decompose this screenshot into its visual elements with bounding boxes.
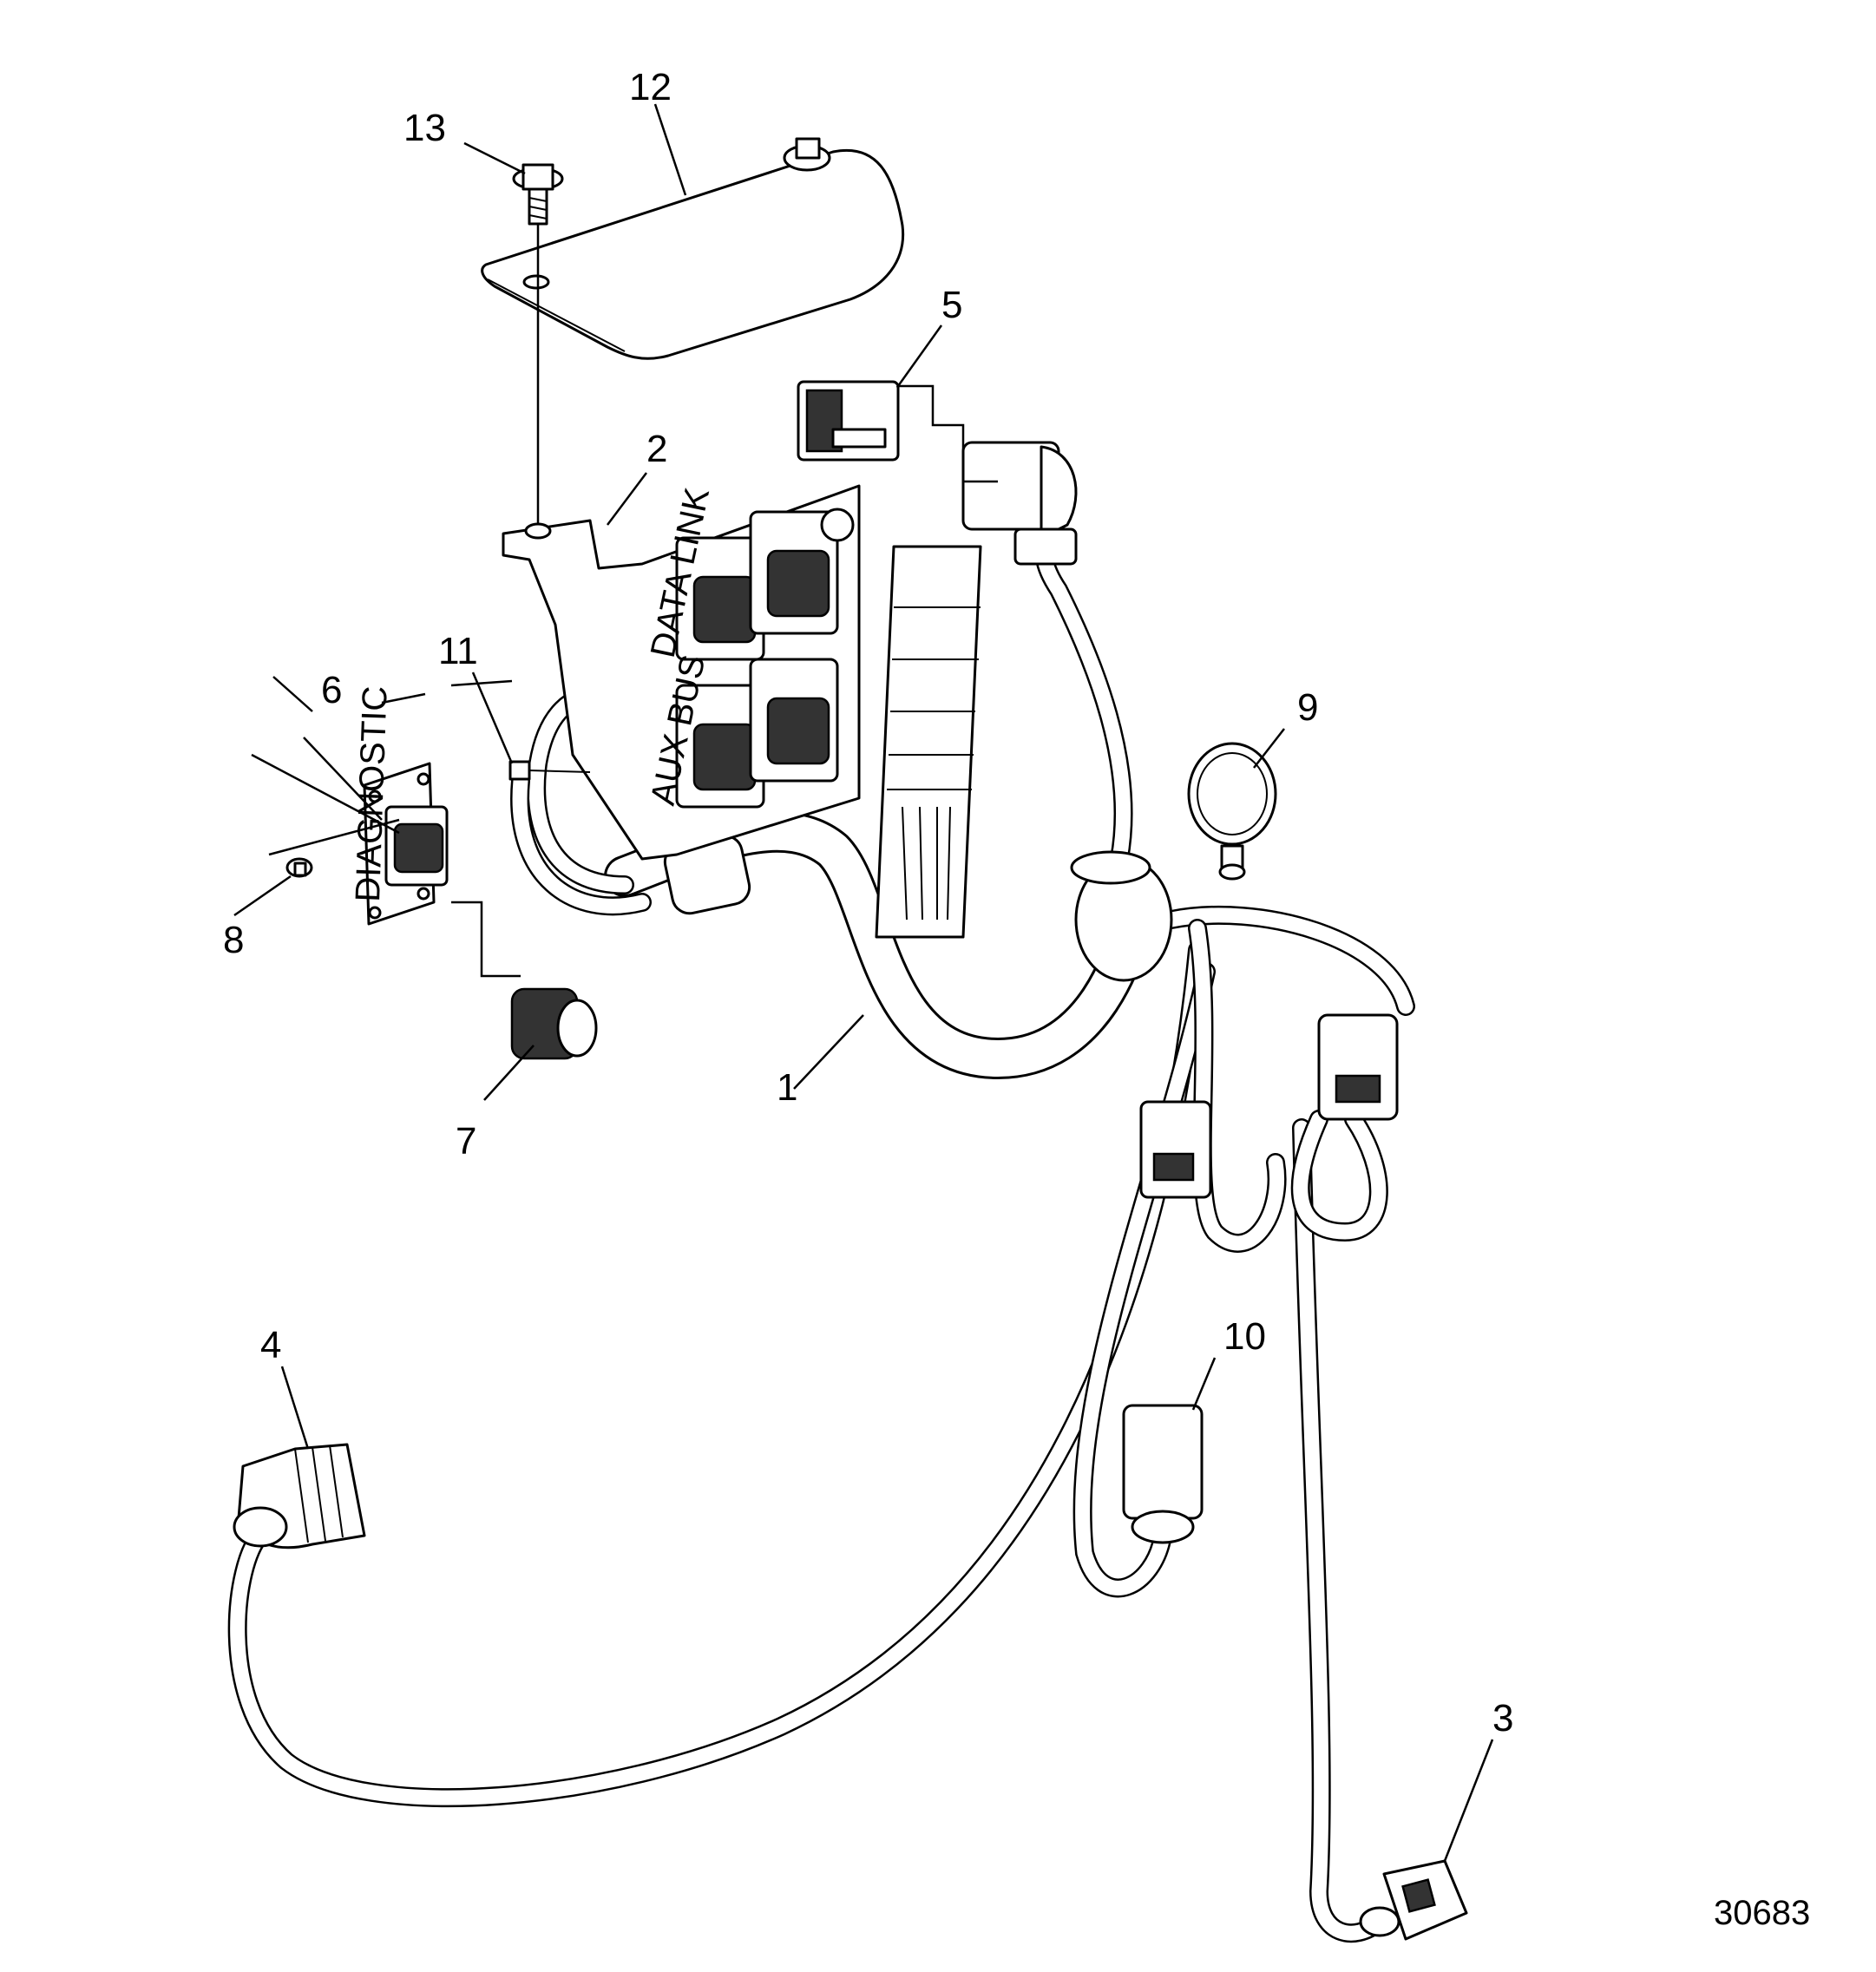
callout-9: 9 bbox=[1297, 686, 1318, 729]
angled-connector-upper bbox=[961, 441, 1078, 566]
socket-upper-left bbox=[675, 536, 765, 661]
bolt-part-13 bbox=[512, 163, 564, 529]
callout-1: 1 bbox=[777, 1066, 797, 1109]
bracket-panel-part-2: DATA LINK AUX BUS bbox=[502, 484, 861, 861]
callout-2: 2 bbox=[646, 428, 667, 470]
cover-part-12 bbox=[481, 137, 905, 360]
callout-labels: 1 2 3 4 5 6 7 8 9 10 11 12 13 bbox=[223, 66, 1513, 1739]
callout-7: 7 bbox=[456, 1120, 476, 1163]
callout-12: 12 bbox=[629, 66, 672, 108]
socket-upper-right bbox=[749, 510, 839, 635]
right-connector-upper bbox=[1317, 1013, 1399, 1121]
callout-3: 3 bbox=[1492, 1697, 1513, 1739]
connector-part-4 bbox=[233, 1443, 366, 1549]
cap-part-7 bbox=[510, 987, 598, 1060]
connector-part-10 bbox=[1122, 1404, 1204, 1544]
callout-10: 10 bbox=[1223, 1315, 1266, 1358]
grommet-part-9 bbox=[1187, 742, 1277, 881]
callout-5: 5 bbox=[941, 284, 962, 326]
leader-lines bbox=[233, 103, 1494, 1862]
cable-tie-part-11 bbox=[508, 760, 591, 781]
connector-part-3 bbox=[1359, 1859, 1468, 1941]
callout-8: 8 bbox=[223, 919, 244, 961]
figure-id: 30683 bbox=[1714, 1894, 1810, 1932]
callout-11: 11 bbox=[438, 630, 478, 672]
callout-4: 4 bbox=[260, 1324, 281, 1366]
plug-part-5 bbox=[797, 380, 900, 462]
diagnostic-plate-text: DIAGNOSTIC bbox=[349, 685, 395, 902]
right-connector-mid bbox=[1139, 1100, 1212, 1199]
callout-6: 6 bbox=[321, 669, 342, 711]
socket-lower-right bbox=[749, 658, 839, 783]
screw-part-8 bbox=[285, 857, 313, 878]
diagnostic-plate-part-6: DIAGNOSTIC bbox=[349, 685, 449, 926]
callout-13: 13 bbox=[403, 107, 446, 149]
